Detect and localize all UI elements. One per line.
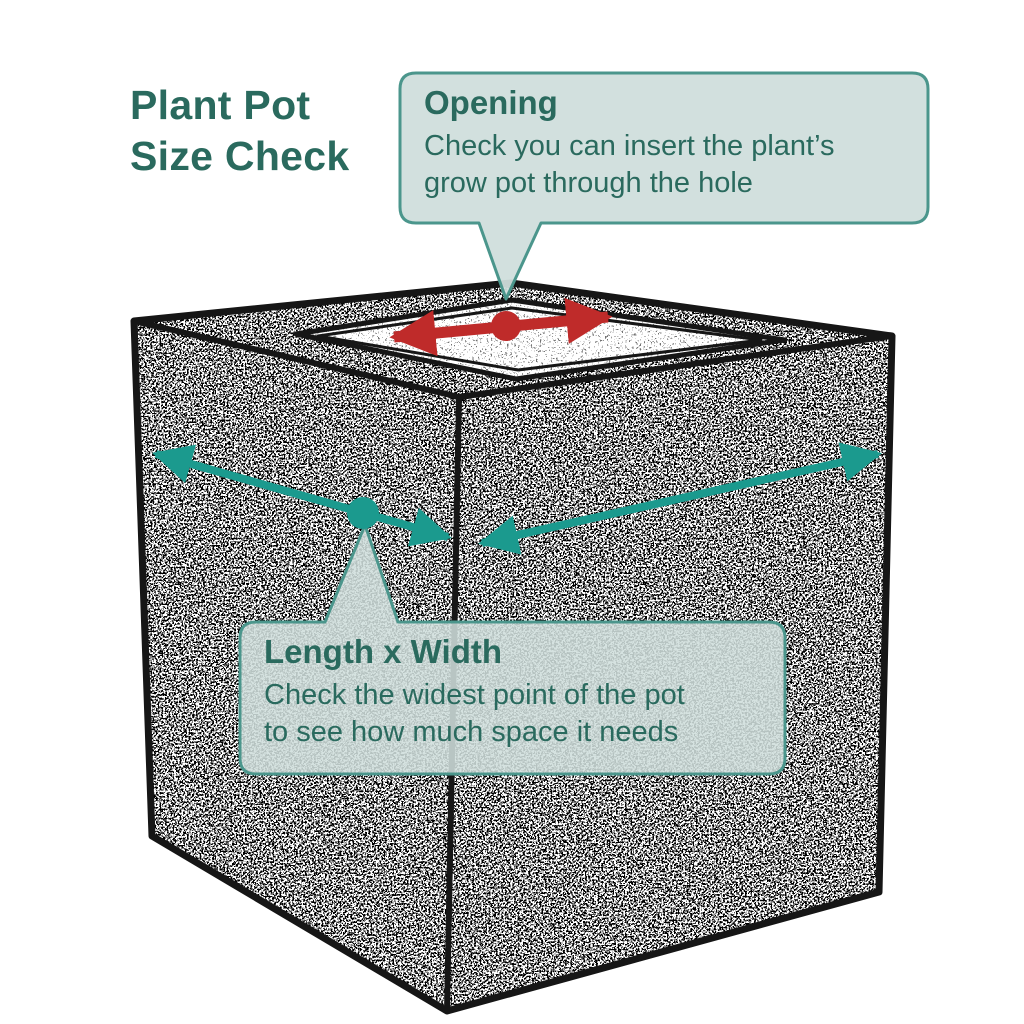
width-arrow [478,442,882,555]
callout-length-width-title: Length x Width [264,633,502,670]
callout-opening-body: Check you can insert the plant’s grow po… [424,130,835,200]
measure-point-dot [347,497,379,529]
callout-opening-title: Opening [424,84,558,121]
page-title-line2: Size Check [130,132,350,179]
callout-opening: Opening Check you can insert the plant’s… [424,84,920,202]
callout-length-width-body: Check the widest point of the pot to see… [264,679,685,749]
callout-length-width: Length x Width Check the widest point of… [264,633,764,751]
opening-point-dot [491,311,521,341]
opening-callout-bubble [398,71,930,301]
length-arrow [152,444,452,547]
page-title-line1: Plant Pot [130,82,311,128]
length-width-callout-bubble [238,523,787,776]
page-title: Plant Pot Size Check [130,80,350,182]
